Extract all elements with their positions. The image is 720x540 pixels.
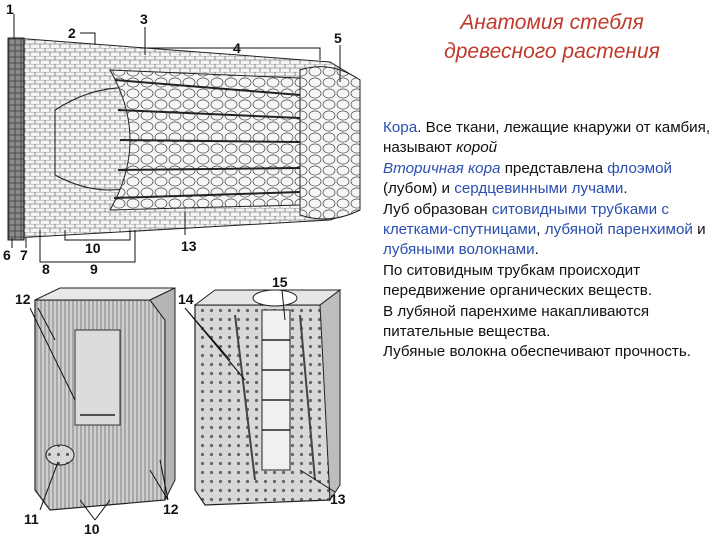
text-run: . [534, 241, 539, 259]
label-2: 2 [68, 25, 76, 41]
text-run: (лубом) и [383, 180, 455, 198]
cross-section [7, 37, 361, 241]
bast-fibers-block [34, 287, 176, 511]
title-line-2: древесного растения [444, 40, 660, 63]
label-10: 10 [85, 240, 101, 256]
paragraph-sieve-function: По ситовидным трубкам происходит передви… [383, 261, 653, 300]
leader-lines-bottom [29, 289, 336, 521]
leader-lines-top [11, 14, 341, 263]
label-5: 5 [334, 30, 342, 46]
paragraph-secondary-bark: Вторичная кора представлена флоэмой (луб… [383, 159, 713, 200]
term-secondary-bark: Вторичная кора [383, 159, 501, 177]
text-run: Луб образован [383, 200, 492, 218]
text-run: . Все ткани, лежащие кнаружи от камбия, … [383, 119, 711, 157]
label-11: 11 [24, 511, 39, 527]
title-line-1: Анатомия стебля [460, 11, 644, 34]
term-bast-fibers: лубяными волокнами [383, 241, 535, 259]
label-4: 4 [233, 40, 241, 56]
description-text: Кора. Все ткани, лежащие кнаружи от камб… [383, 118, 713, 363]
text-run: , [536, 221, 545, 239]
label-7: 7 [20, 247, 28, 263]
label-10-bottom: 10 [84, 521, 100, 537]
label-8: 8 [42, 261, 50, 277]
term-bark: Кора [383, 119, 418, 136]
term-bark-italic: корой [456, 139, 498, 157]
label-9: 9 [90, 261, 98, 277]
label-15: 15 [272, 274, 288, 290]
label-1: 1 [6, 1, 14, 17]
label-3: 3 [140, 11, 148, 27]
label-13: 13 [181, 238, 197, 254]
paragraph-parenchyma-function: В лубяной паренхиме накапливаются питате… [383, 302, 650, 341]
label-12-top: 12 [15, 291, 31, 307]
text-run: и [692, 221, 706, 239]
text-run: представлена [500, 159, 608, 177]
term-bast-parenchyma: лубяной паренхимой [544, 221, 693, 239]
text-run: . [623, 180, 628, 198]
label-14: 14 [178, 291, 194, 307]
paragraph-bast: Луб образован ситовидными трубками с кле… [383, 200, 713, 261]
paragraph-bark: Кора. Все ткани, лежащие кнаружи от камб… [383, 118, 713, 159]
paragraph-fibers-function: Лубяные волокна обеспечивают прочность. [383, 343, 692, 361]
phloem-block [193, 289, 342, 506]
label-13-bottom: 13 [330, 491, 346, 507]
slide-title: Анатомия стебля древесного растения [392, 8, 712, 66]
label-12-bottom: 12 [163, 501, 179, 517]
term-sieve-tubes: ситовидными трубками с клетками-спутница… [383, 200, 669, 239]
term-phloem: флоэмой [607, 159, 673, 177]
term-medullary-rays: сердцевинными лучами [454, 180, 624, 198]
label-6: 6 [3, 247, 11, 263]
